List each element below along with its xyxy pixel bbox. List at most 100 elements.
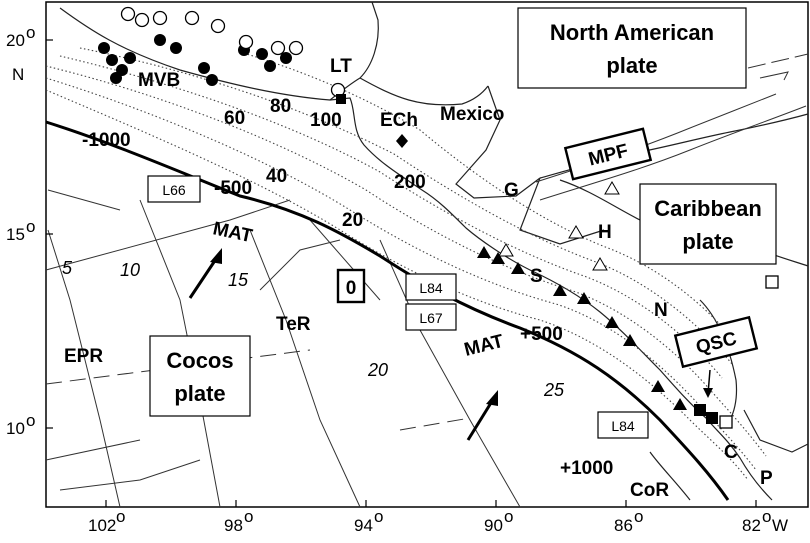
volcano-marker (604, 181, 620, 195)
volcano-marker (120, 6, 136, 22)
region-p: P (760, 468, 773, 489)
plate-motion-arrows (188, 248, 713, 441)
caribbean-plate-box (639, 183, 777, 265)
plate-labels: North American plate Caribbean plate Coc… (149, 7, 777, 417)
north-american-plate-line1: North American (550, 20, 714, 45)
volcano-markers (98, 6, 779, 429)
volcano-marker (568, 225, 584, 239)
lon-label-82: 82 (742, 516, 761, 535)
qsc-box (673, 315, 759, 369)
volcano-marker (694, 404, 706, 416)
fault-labels: MPF QSC 0 (336, 127, 759, 369)
distance-zero: 0 (346, 278, 357, 299)
profile-labels: L66 L84 L67 L84 (147, 175, 649, 439)
lat-label-15: 15 (6, 225, 25, 244)
depth-20: 20 (342, 210, 363, 231)
profile-l67: L67 (419, 310, 443, 326)
lon-label-102: 102 (88, 516, 116, 535)
volcano-marker (264, 60, 276, 72)
volcano-marker (152, 10, 168, 26)
volcano-marker (206, 74, 218, 86)
volcano-marker (256, 48, 268, 60)
faults (45, 53, 809, 508)
region-ech: ECh (380, 110, 418, 131)
north-american-plate-line2: plate (606, 53, 657, 78)
profile-l84-south-box (597, 411, 649, 439)
volcano-marker (765, 275, 779, 289)
depth-40: 40 (266, 166, 287, 187)
distance-plus500: +500 (520, 324, 563, 345)
profile-l84-north-box (405, 273, 457, 301)
lat-deg-20: o (26, 23, 35, 42)
region-mvb: MVB (138, 70, 180, 91)
lon-deg-82: o (762, 507, 771, 526)
zero-box (336, 268, 366, 304)
north-american-plate-box (517, 7, 747, 89)
volcano-marker (154, 34, 166, 46)
profile-l66-box (147, 175, 201, 203)
volcano-marker (110, 72, 122, 84)
volcano-marker (577, 292, 591, 304)
volcano-marker (491, 252, 505, 264)
slab-depth-labels: 20 40 60 80 100 200 (224, 96, 426, 231)
age-5: 5 (62, 258, 73, 278)
region-cor: CoR (630, 480, 669, 501)
volcano-marker (134, 12, 150, 28)
volcano-marker (477, 246, 491, 258)
region-g: G (504, 180, 519, 201)
profile-l66: L66 (162, 182, 186, 198)
map-frame (45, 1, 809, 508)
region-labels: MVB LT ECh Mexico G H S N C P CoR TeR EP… (64, 56, 773, 501)
volcano-marker (106, 54, 118, 66)
volcano-marker (198, 62, 210, 74)
profile-l84-north: L84 (419, 280, 443, 296)
volcano-marker (280, 52, 292, 64)
depth-100: 100 (310, 110, 342, 131)
lat-hemi-n: N (12, 65, 24, 84)
cocos-plate-box (149, 335, 251, 417)
lon-deg-90: o (504, 507, 513, 526)
volcano-marker (592, 257, 608, 271)
age-20: 20 (367, 360, 388, 380)
region-n: N (654, 300, 668, 321)
volcano-marker (396, 134, 408, 148)
depth-80: 80 (270, 96, 291, 117)
lon-label-86: 86 (614, 516, 633, 535)
axis-ticks (46, 39, 757, 507)
lon-deg-86: o (634, 507, 643, 526)
region-mat-west: MAT (211, 218, 255, 247)
region-c: C (724, 442, 738, 463)
plate-age-labels: 5 10 15 20 25 (62, 258, 565, 400)
mpf-box (563, 127, 653, 181)
depth-60: 60 (224, 108, 245, 129)
volcano-marker (336, 94, 346, 104)
volcano-marker (238, 34, 254, 50)
volcano-marker (98, 42, 110, 54)
lon-deg-98: o (244, 507, 253, 526)
profile-l67-box (405, 303, 457, 331)
lon-deg-102: o (116, 507, 125, 526)
distance-plus1000: +1000 (560, 458, 613, 479)
volcano-marker (170, 42, 182, 54)
lat-deg-10: o (26, 411, 35, 430)
volcano-marker (210, 18, 226, 34)
lat-label-10: 10 (6, 419, 25, 438)
lon-suffix-w: W (772, 516, 788, 535)
region-mexico: Mexico (440, 104, 504, 125)
volcano-marker (605, 316, 619, 328)
lon-label-98: 98 (224, 516, 243, 535)
lon-deg-94: o (374, 507, 383, 526)
region-ter: TeR (276, 314, 311, 335)
lon-label-94: 94 (354, 516, 373, 535)
profile-l84-south: L84 (611, 418, 635, 434)
volcano-marker (288, 40, 304, 56)
distance-minus1000: -1000 (82, 130, 131, 151)
region-h: H (598, 222, 612, 243)
region-epr: EPR (64, 346, 103, 367)
longitude-labels: 102 o 98 o 94 o 90 o 86 o 82 o W (88, 507, 788, 535)
cocos-plate-line1: Cocos (166, 348, 233, 373)
volcano-marker (498, 243, 514, 257)
age-15: 15 (228, 270, 249, 290)
region-lt: LT (330, 56, 352, 77)
